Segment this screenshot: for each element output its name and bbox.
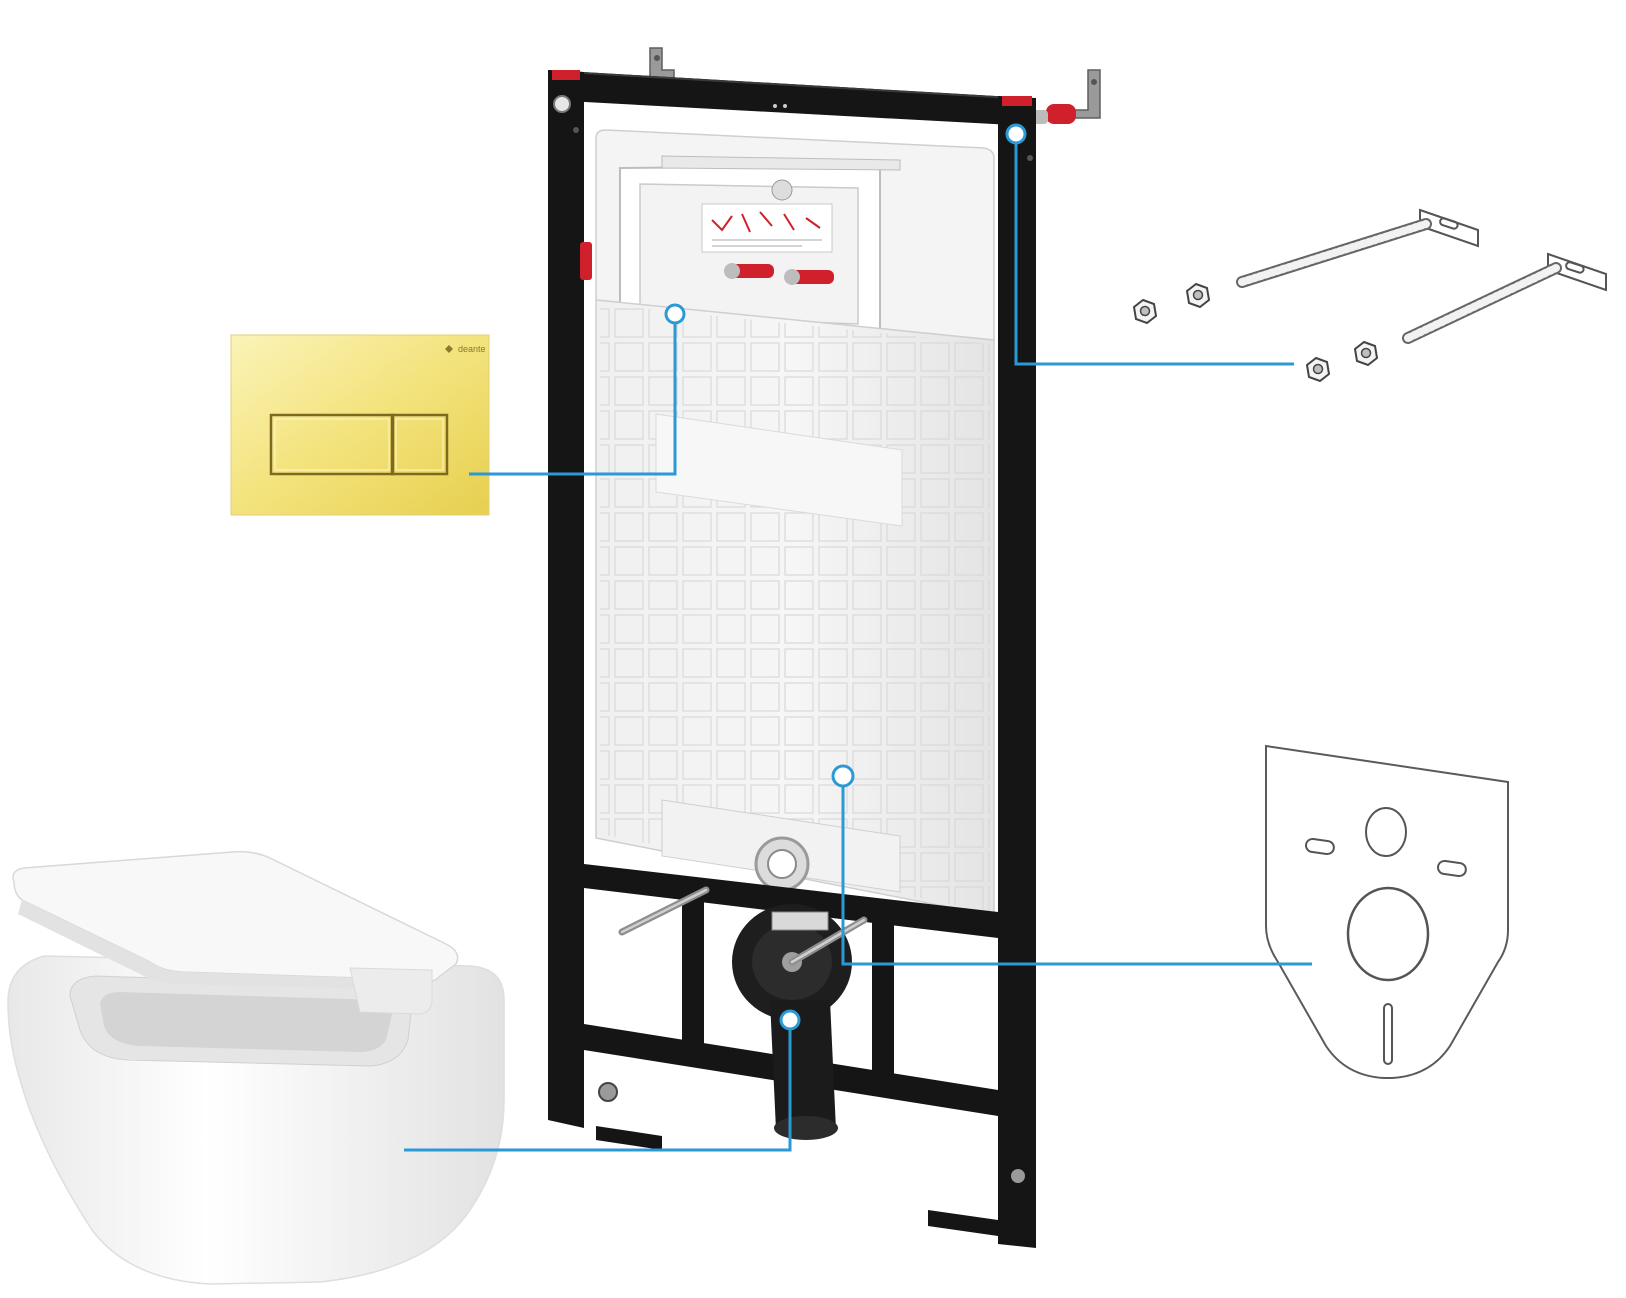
callout-marker	[779, 1009, 801, 1031]
top-wall-bracket-left	[649, 47, 675, 79]
installation-frame	[548, 47, 1101, 1248]
frame-top-rail	[548, 70, 1030, 126]
callout-mounting-bolts	[1014, 134, 1294, 366]
cistern-tank	[595, 129, 995, 341]
callout-marker	[831, 764, 855, 788]
frame-toilet-studs	[618, 886, 868, 966]
frame-left-post	[548, 70, 584, 1128]
brand-logo-icon	[445, 345, 453, 353]
top-wall-bracket-right	[1026, 69, 1101, 124]
mounting-bolt	[1236, 208, 1479, 288]
flush-plate-brand: deante	[458, 344, 486, 354]
cistern-insulation-panel	[595, 299, 995, 917]
callout-marker	[664, 303, 686, 325]
callout-marker	[1005, 123, 1027, 145]
mounting-bolt	[1402, 252, 1607, 344]
flush-plate: deante	[230, 334, 490, 516]
acoustic-pad	[1265, 744, 1509, 1079]
callout-flush-plate	[469, 314, 677, 476]
frame-right-post	[998, 96, 1036, 1248]
hex-nut	[1185, 282, 1211, 309]
mounting-bolts-kit	[1132, 208, 1607, 383]
callout-lines	[404, 123, 1312, 1152]
hex-nut	[1353, 340, 1379, 367]
hex-nut	[1132, 298, 1158, 325]
callout-toilet	[404, 1020, 792, 1152]
hex-nut	[1305, 356, 1331, 383]
wall-hung-toilet	[7, 850, 505, 1285]
frame-feet	[596, 1082, 1025, 1238]
callout-acoustic-pad	[841, 776, 1312, 966]
